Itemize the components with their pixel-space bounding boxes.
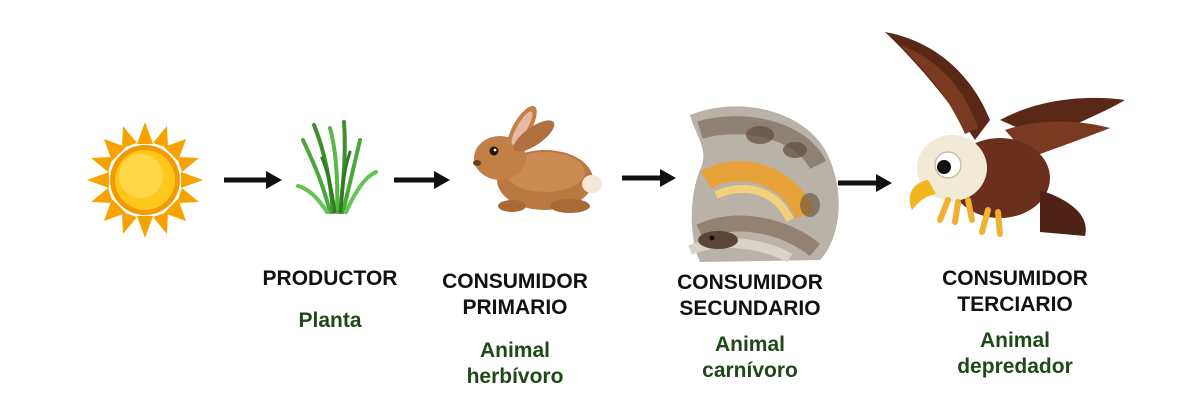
sun-icon bbox=[87, 122, 203, 238]
tertiary-consumer-desc-line2: depredador bbox=[957, 355, 1073, 378]
arrow-icon bbox=[622, 169, 676, 187]
secondary-consumer-role-line1: CONSUMIDOR bbox=[677, 271, 823, 294]
primary-consumer-label: CONSUMIDOR PRIMARIO Animal herbívoro bbox=[415, 269, 615, 390]
tertiary-consumer-role-line2: TERCIARIO bbox=[957, 293, 1073, 316]
primary-consumer-role-line1: CONSUMIDOR bbox=[442, 270, 588, 293]
secondary-consumer-label: CONSUMIDOR SECUNDARIO Animal carnívoro bbox=[640, 270, 860, 384]
secondary-consumer-desc-line2: carnívoro bbox=[702, 359, 798, 382]
grass-icon bbox=[296, 120, 378, 214]
secondary-consumer-role-line2: SECUNDARIO bbox=[679, 297, 821, 320]
snake-icon bbox=[688, 106, 839, 263]
primary-consumer-desc-line2: herbívoro bbox=[466, 365, 564, 388]
eagle-icon bbox=[885, 32, 1125, 237]
arrow-icon bbox=[224, 171, 282, 189]
tertiary-consumer-desc-line1: Animal bbox=[979, 329, 1050, 352]
arrow-icon bbox=[394, 171, 450, 189]
tertiary-consumer-role-line1: CONSUMIDOR bbox=[942, 267, 1088, 290]
rabbit-icon bbox=[473, 105, 602, 213]
producer-desc: Planta bbox=[298, 309, 362, 332]
primary-consumer-desc-line1: Animal bbox=[479, 339, 550, 362]
producer-role: PRODUCTOR bbox=[262, 267, 398, 290]
secondary-consumer-desc-line1: Animal bbox=[714, 333, 785, 356]
tertiary-consumer-label: CONSUMIDOR TERCIARIO Animal depredador bbox=[905, 266, 1125, 380]
primary-consumer-role-line2: PRIMARIO bbox=[462, 296, 568, 319]
producer-label: PRODUCTOR Planta bbox=[230, 266, 430, 334]
arrow-icon bbox=[838, 174, 892, 192]
